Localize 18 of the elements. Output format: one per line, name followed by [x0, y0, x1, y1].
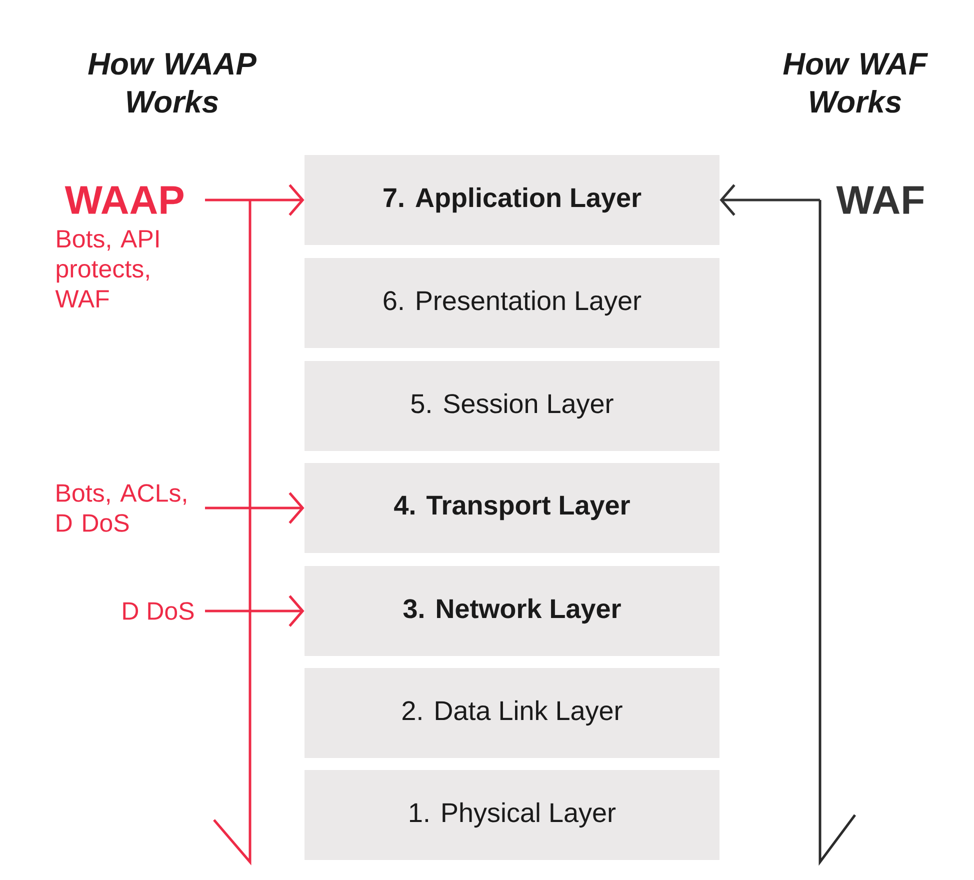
layer-box: 3. Network Layer [304, 566, 720, 656]
layer-box: 7. Application Layer [304, 155, 720, 245]
threat-label: Bots, API protects, WAF [55, 230, 158, 308]
layer-box: 1. Physical Layer [304, 770, 720, 860]
threat-label: Bots, ACLs, D DoS [56, 484, 186, 532]
arrow [720, 184, 820, 216]
title: How WAF Works [783, 53, 928, 113]
threat-label: D DoS [123, 602, 194, 620]
heading-label: WAF [836, 186, 924, 214]
title: How WAAP Works [88, 53, 256, 113]
arrow [205, 492, 304, 524]
layer-box: 4. Transport Layer [304, 463, 720, 553]
heading-label: WAAP [64, 186, 184, 214]
layer-box: 5. Session Layer [304, 361, 720, 451]
arrow [205, 595, 304, 627]
layer-box: 2. Data Link Layer [304, 668, 720, 758]
layer-box: 6. Presentation Layer [304, 258, 720, 348]
arrow [205, 184, 304, 216]
